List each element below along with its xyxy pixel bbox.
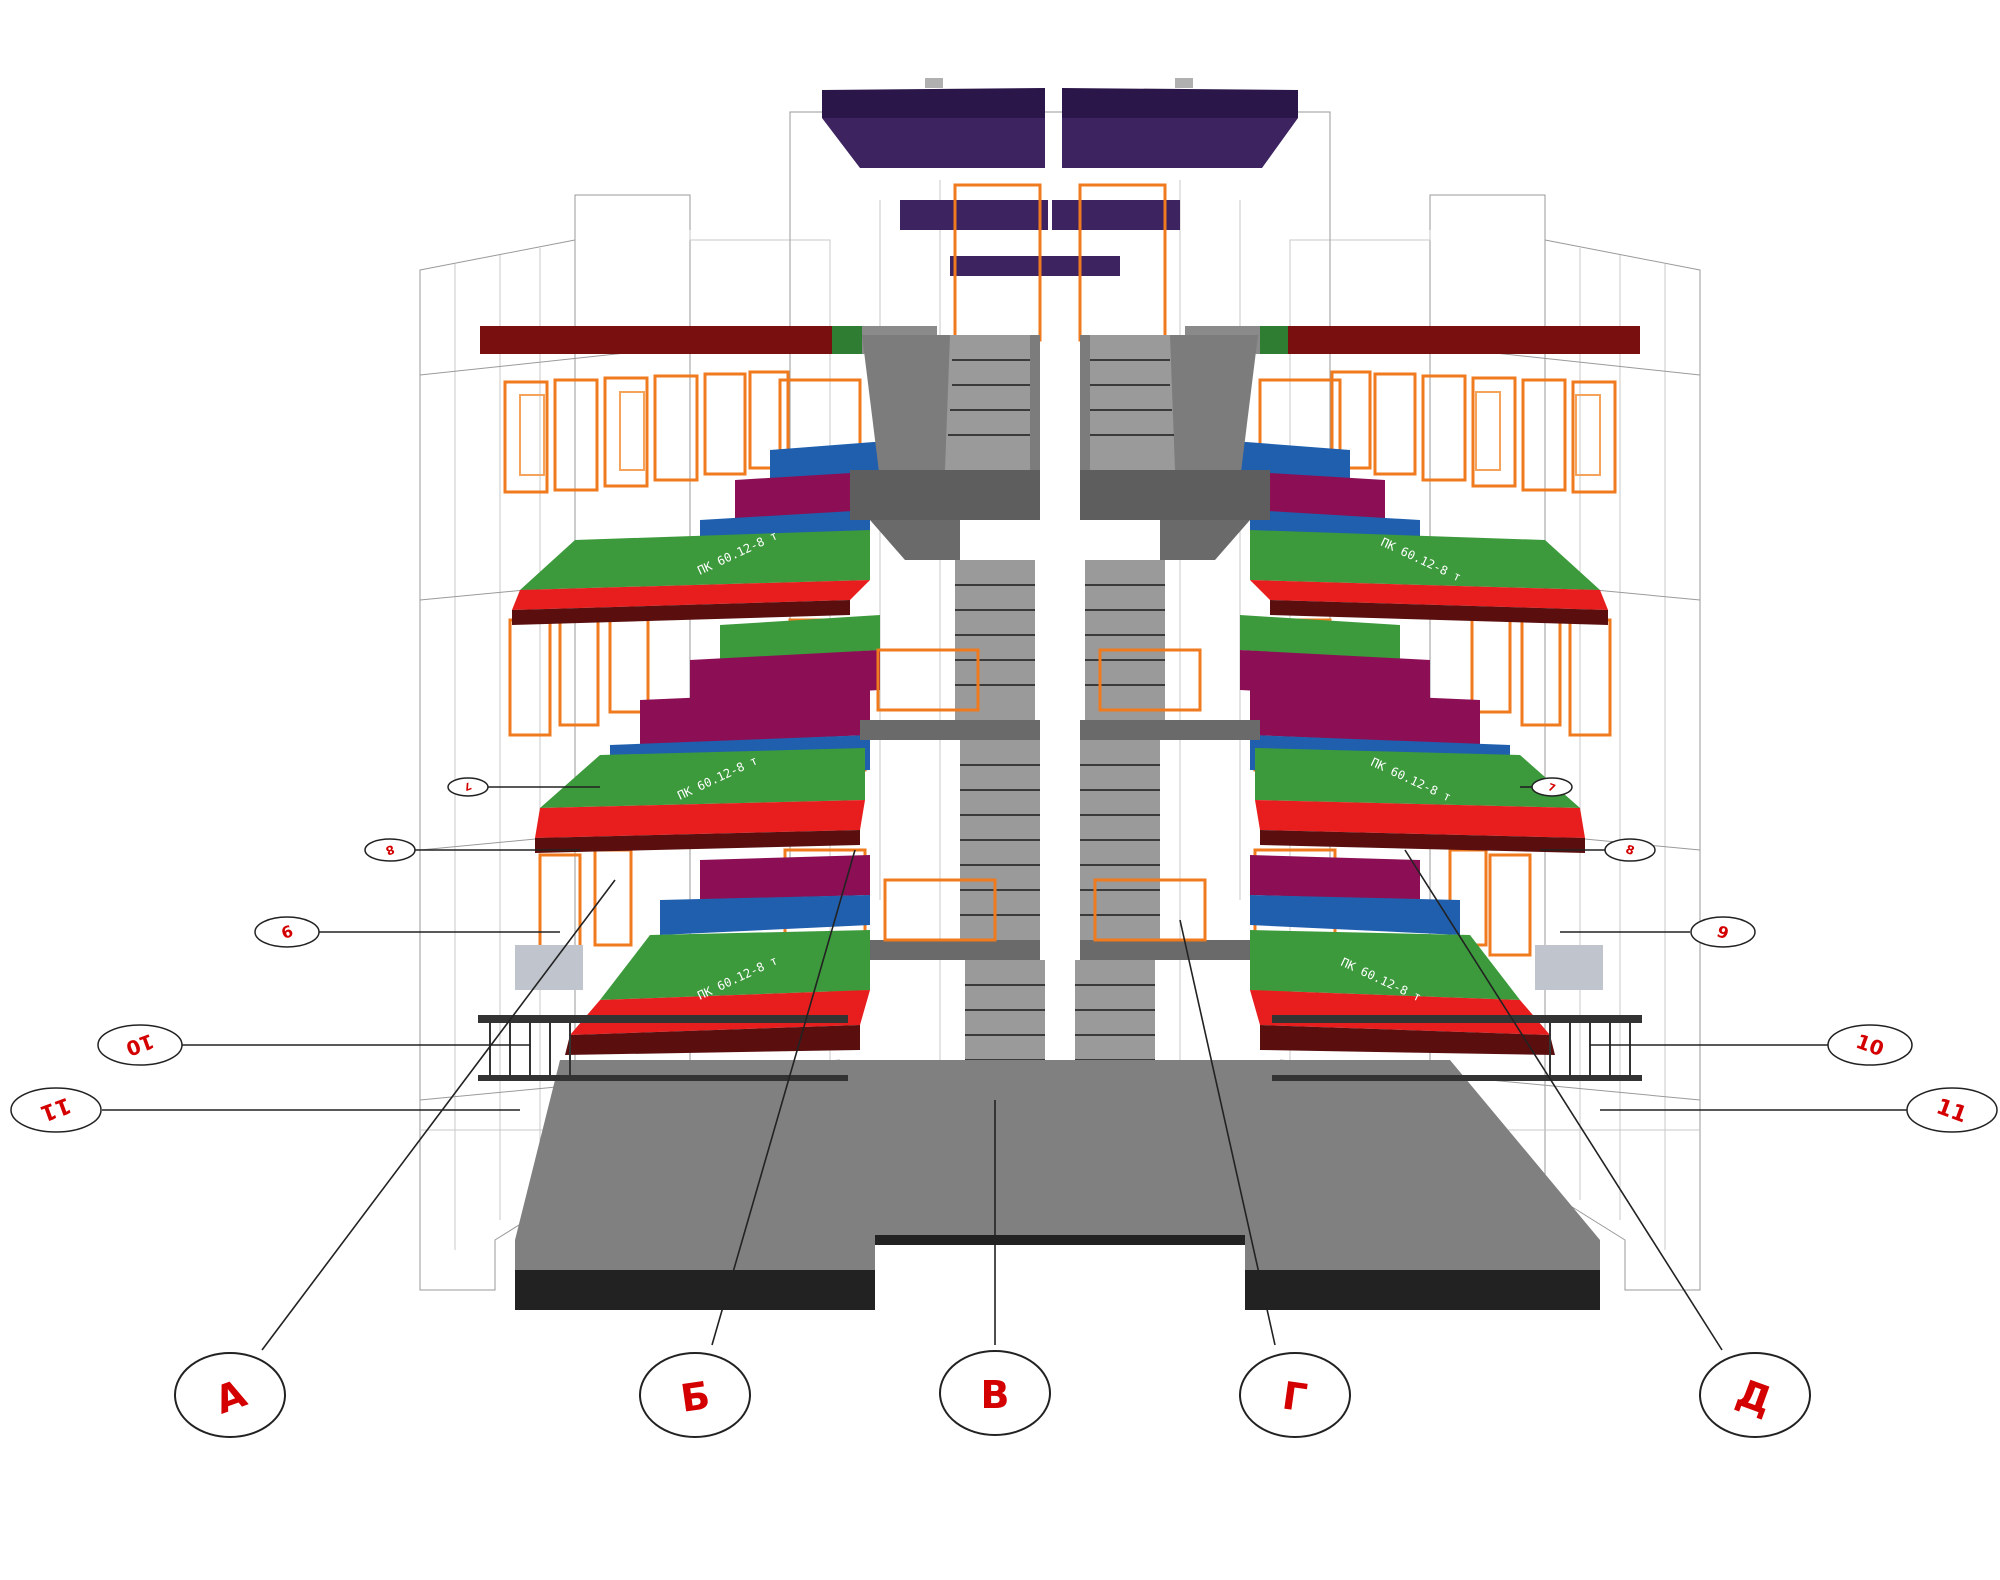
axis-label-left-7: 7 [462, 779, 472, 792]
axis-bubble-b: Б [639, 1352, 751, 1438]
axis-bubble-left-10: 10 [97, 1024, 183, 1066]
axis-bubble-left-11: 11 [10, 1087, 102, 1133]
floor-slabs-left: ПК 60.12-8 т ПК 60.12-8 т ПК 60.12-8 т [512, 440, 900, 1055]
number-axis-bubbles-right: 7 8 9 10 11 [1531, 777, 1998, 1133]
stair-core [850, 335, 1270, 1120]
axis-bubble-a: А [174, 1352, 286, 1438]
axis-bubble-v: В [939, 1350, 1051, 1436]
roof-slabs [822, 78, 1298, 276]
grid-axis-leaders [102, 786, 1910, 1351]
axis-label-v: В [981, 1373, 1010, 1417]
axis-bubble-left-9: 9 [254, 916, 320, 948]
axis-bubble-right-9: 9 [1690, 916, 1756, 948]
axis-label-right-7: 7 [1546, 782, 1556, 795]
axis-bubble-right-10: 10 [1827, 1024, 1913, 1066]
axis-label-b: Б [678, 1373, 713, 1421]
axis-bubble-right-7: 7 [1531, 777, 1573, 797]
axis-bubble-left-8: 8 [364, 838, 416, 862]
letter-axis-bubbles: А Б В Г Д [174, 1350, 1811, 1438]
axis-bubble-g: Г [1239, 1352, 1351, 1438]
ground-slab [515, 1060, 1600, 1310]
axis-bubble-left-7: 7 [447, 777, 489, 797]
axis-bubble-right-8: 8 [1604, 838, 1656, 862]
number-axis-bubbles-left: 7 8 9 10 11 [10, 777, 489, 1133]
axis-bubble-d: Д [1699, 1352, 1811, 1438]
axis-bubble-right-11: 11 [1906, 1087, 1998, 1133]
top-beams [480, 326, 1640, 354]
